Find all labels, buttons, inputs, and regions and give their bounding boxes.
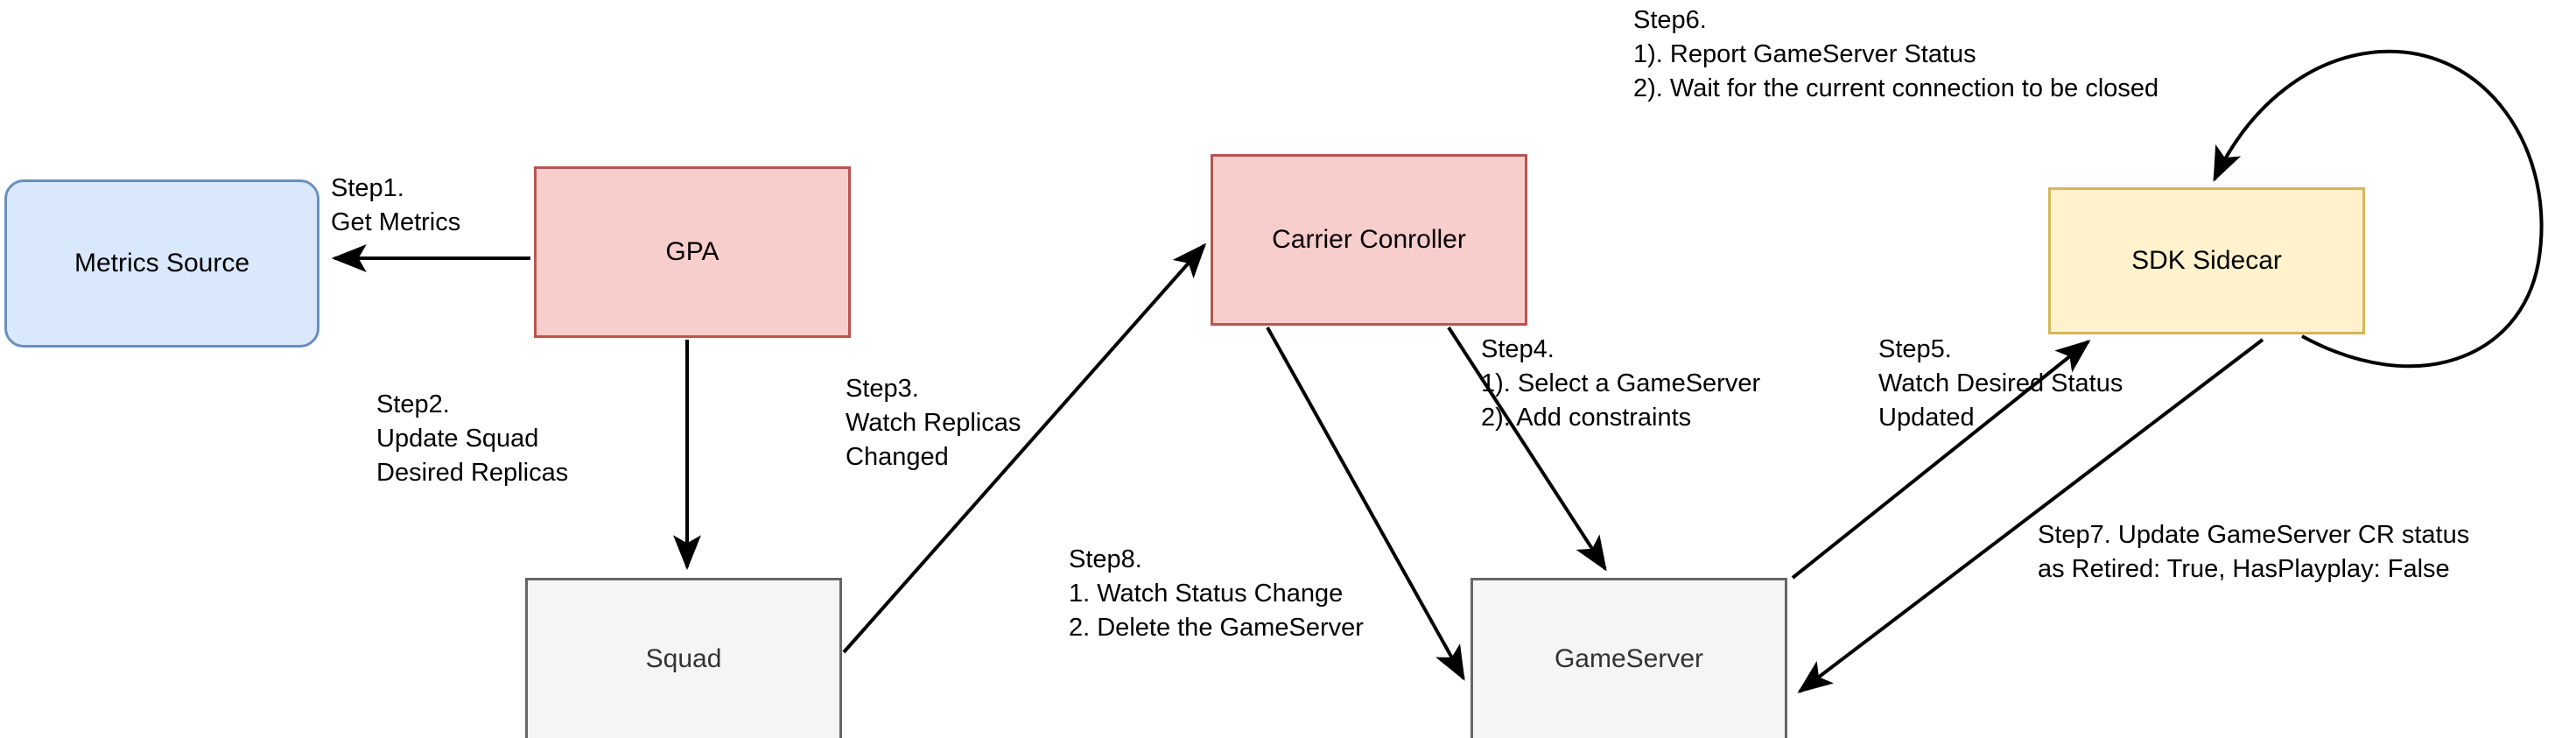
node-sdk-sidecar[interactable]: SDK Sidecar xyxy=(2048,187,2365,334)
node-gpa-label: GPA xyxy=(665,237,719,266)
node-squad-label: Squad xyxy=(645,644,722,673)
edge-step6-self-loop xyxy=(2213,49,2544,369)
edge-step5 xyxy=(1791,340,2091,580)
edge-step8 xyxy=(1266,327,1465,681)
edge-step4 xyxy=(1447,326,1607,572)
node-metrics-source-label: Metrics Source xyxy=(74,249,250,278)
node-gameserver-label: GameServer xyxy=(1554,644,1704,673)
node-sdk-sidecar-label: SDK Sidecar xyxy=(2131,246,2282,275)
node-squad[interactable]: Squad xyxy=(525,578,842,738)
edge-step7 xyxy=(1797,338,2264,693)
edge-step3 xyxy=(842,242,1207,654)
node-gpa[interactable]: GPA xyxy=(534,166,851,338)
node-carrier-controller-label: Carrier Conroller xyxy=(1272,225,1466,254)
node-carrier-controller[interactable]: Carrier Conroller xyxy=(1211,154,1527,326)
node-metrics-source[interactable]: Metrics Source xyxy=(4,179,319,348)
node-gameserver[interactable]: GameServer xyxy=(1470,578,1787,738)
